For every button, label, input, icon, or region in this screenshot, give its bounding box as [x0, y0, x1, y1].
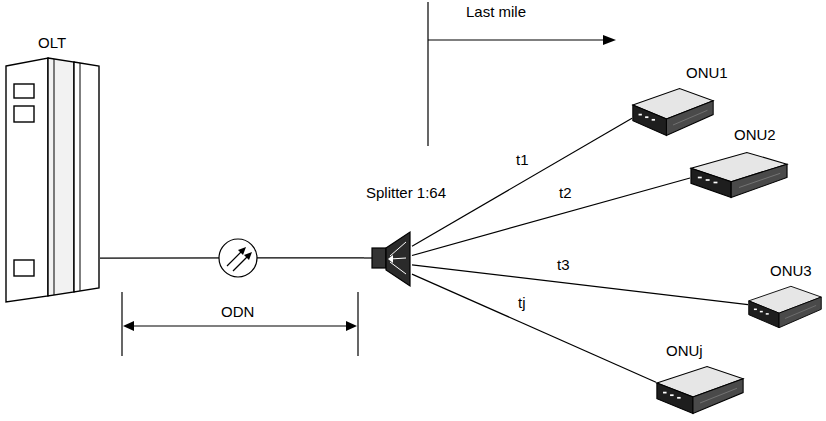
delay-label: t3 [555, 256, 572, 274]
onu-device: ONU2 [686, 124, 798, 202]
last-mile-marker [428, 2, 616, 146]
onu-icon [632, 86, 714, 138]
onu-device: ONU1 [628, 62, 732, 142]
fiber-line [412, 265, 748, 305]
odn-dimension [122, 292, 358, 356]
device-label: ONU2 [734, 126, 776, 144]
onu-device: ONUj [652, 340, 748, 418]
onu-icon [690, 150, 788, 200]
delay-label: t1 [514, 151, 531, 169]
optical-splitter: Splitter 1:64 [346, 180, 466, 292]
onu-icon [748, 284, 822, 330]
olt-icon [4, 56, 100, 304]
olt-device: OLT [4, 34, 100, 306]
device-label: OLT [38, 34, 66, 52]
attenuator-symbol [219, 239, 257, 277]
delay-label: tj [516, 294, 528, 312]
odn-label: ODN [221, 303, 254, 321]
fiber-line [412, 118, 632, 246]
device-label: ONU3 [770, 262, 812, 280]
onu-icon [656, 364, 744, 416]
splitter-icon [364, 230, 412, 288]
onu-device: ONU3 [744, 260, 824, 332]
device-label: ONU1 [686, 64, 728, 82]
last-mile-label: Last mile [466, 3, 526, 21]
fiber-line [412, 178, 690, 256]
delay-label: t2 [557, 184, 574, 202]
fiber-line [412, 274, 656, 382]
device-label: ONUj [666, 342, 703, 360]
device-label: Splitter 1:64 [366, 184, 446, 202]
